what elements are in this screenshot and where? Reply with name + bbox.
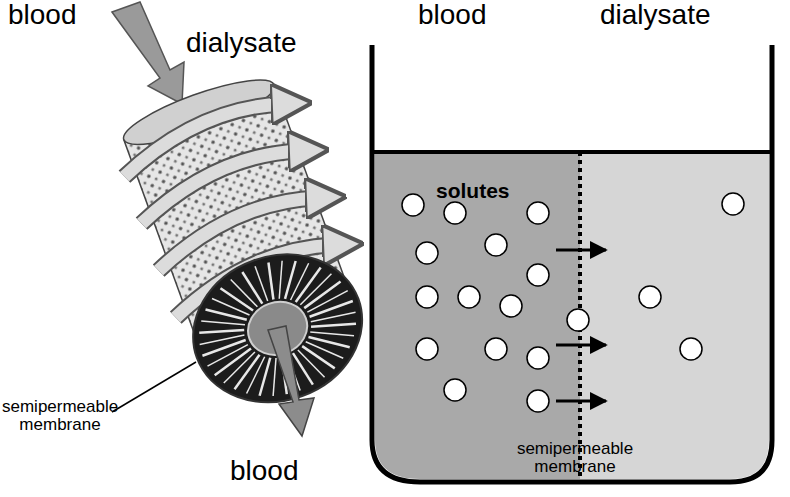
solute-particle <box>416 242 438 264</box>
blood-outflow-arrow <box>268 326 314 436</box>
solute-particle <box>527 390 549 412</box>
solute-particle <box>444 379 466 401</box>
solute-particle <box>402 194 424 216</box>
solute-particle <box>567 309 589 331</box>
solute-particle <box>444 202 466 224</box>
solutes-label: solutes <box>436 180 510 202</box>
solute-particle <box>416 286 438 308</box>
flow-label: dialysate <box>186 28 297 57</box>
solute-particle <box>485 338 507 360</box>
leader-line <box>112 362 196 412</box>
membrane-label: semipermeable membrane <box>2 398 118 434</box>
solute-particle <box>527 347 549 369</box>
blood-inflow-arrow <box>112 2 184 104</box>
solute-particle <box>527 264 549 286</box>
membrane-label: semipermeable membrane <box>475 440 675 476</box>
dialyzer-cylinder <box>106 66 383 428</box>
solute-particle <box>458 286 480 308</box>
solute-particle <box>680 338 702 360</box>
compartment-label: blood <box>418 0 487 29</box>
solute-particle <box>527 202 549 224</box>
dialysis-beaker <box>370 45 780 492</box>
solute-particle <box>500 295 522 317</box>
solute-particle <box>485 234 507 256</box>
solute-particle <box>416 338 438 360</box>
flow-label: blood <box>8 0 77 29</box>
compartment-label: dialysate <box>600 0 711 29</box>
solute-particle <box>722 193 744 215</box>
diffusion-arrows <box>556 250 606 401</box>
flow-label: blood <box>230 456 299 485</box>
solute-particle <box>639 286 661 308</box>
